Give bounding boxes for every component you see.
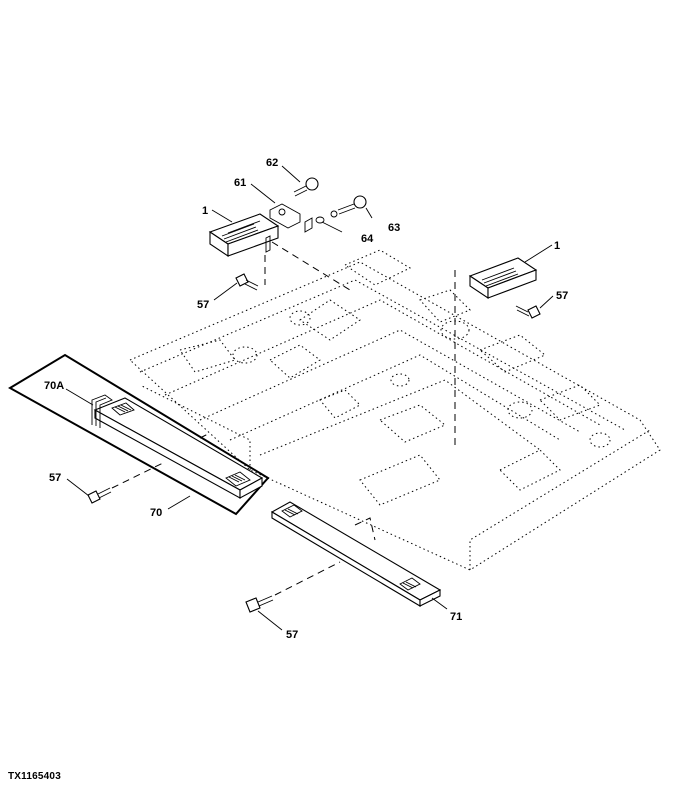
step-71 <box>270 501 442 607</box>
machine-frame-phantom <box>129 249 661 571</box>
callout-70: 70 <box>150 507 162 519</box>
bolt-63 <box>330 195 367 218</box>
step-70-mount-dash <box>199 432 211 439</box>
callout-63: 63 <box>388 222 400 234</box>
callout-57-kit: 57 <box>49 472 61 484</box>
callout-61: 61 <box>234 177 246 189</box>
callout-71: 71 <box>450 611 462 623</box>
callout-64: 64 <box>361 233 374 245</box>
callout-labels: 62 61 1 63 64 57 1 57 70A 57 70 71 57 <box>44 157 568 641</box>
washer-64 <box>304 216 325 233</box>
bolt-57-upper <box>235 273 259 291</box>
kit-70-outline-box <box>8 353 270 516</box>
bolt-57-kit <box>87 461 166 504</box>
bolt-62 <box>293 177 319 197</box>
step-71-mount-dash <box>354 517 376 541</box>
callout-62: 62 <box>266 157 278 169</box>
callout-70a: 70A <box>44 380 64 392</box>
leader-lines <box>65 165 554 631</box>
figure-id: TX1165403 <box>8 771 61 782</box>
bolt-57-lower <box>245 561 341 613</box>
tread-1-upper <box>208 213 280 258</box>
callout-57-upper: 57 <box>197 299 209 311</box>
bolt-57-right <box>515 305 541 319</box>
tread-1-dash-diagonal <box>271 241 351 291</box>
bracket-61 <box>269 203 301 229</box>
tread-1-right <box>468 257 538 300</box>
callout-1-right: 1 <box>554 240 560 252</box>
callout-57-right: 57 <box>556 290 568 302</box>
callout-1-upper: 1 <box>202 205 208 217</box>
callout-57-lower: 57 <box>286 629 298 641</box>
step-70 <box>93 397 264 499</box>
